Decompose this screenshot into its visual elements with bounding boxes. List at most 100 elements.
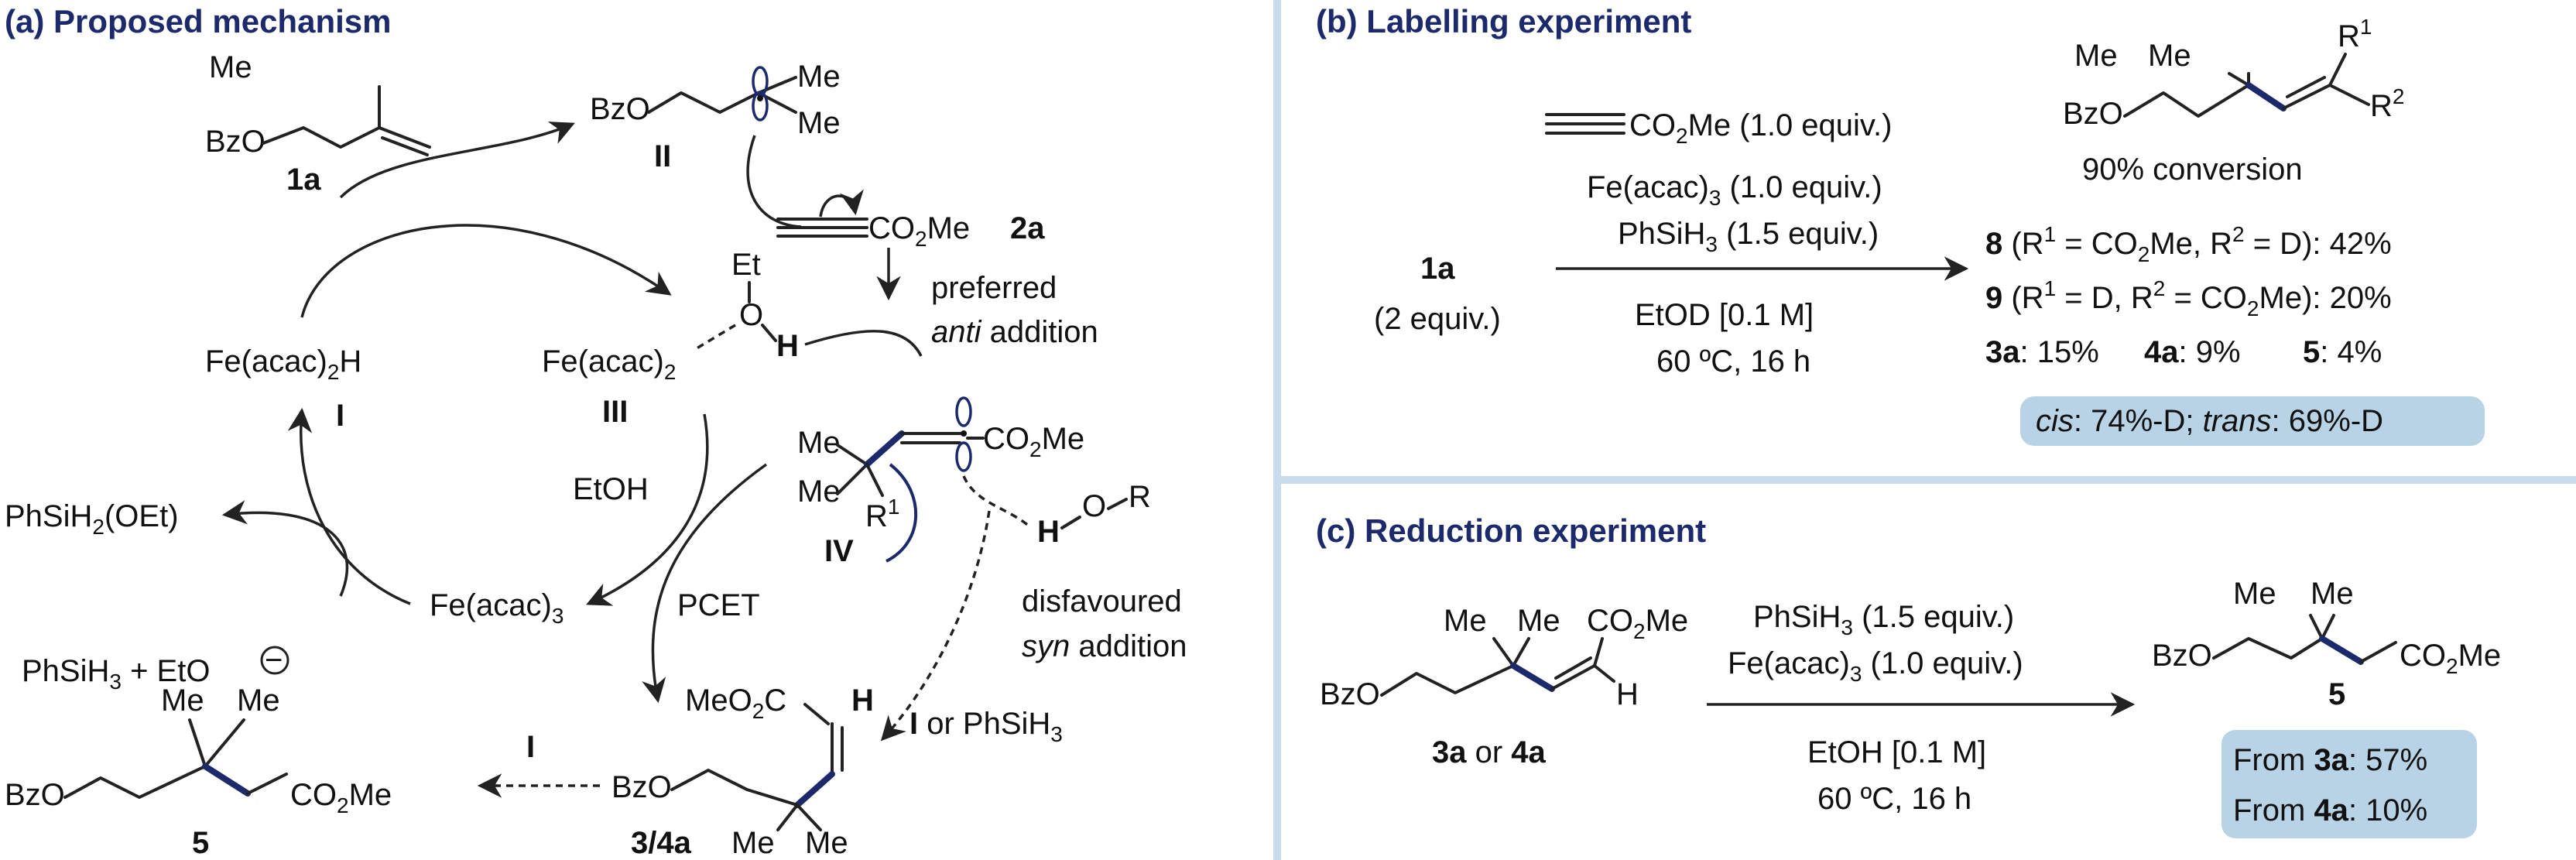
label-II: II <box>654 139 671 173</box>
atom-meo2c: MeO2C <box>685 684 786 723</box>
new-bond <box>864 430 905 468</box>
p-orbital-top <box>955 396 972 427</box>
alkene-bond-2 <box>2286 76 2326 98</box>
label-5: 5 <box>192 826 209 860</box>
label-5: 5 <box>2328 677 2345 711</box>
product-5-c: Me Me BzO CO2Me 5 <box>2152 577 2501 711</box>
result-4a: 4a: 9% <box>2144 335 2241 369</box>
atom-h: H <box>851 684 874 718</box>
reagent-alkyne: CO2Me (1.0 equiv.) <box>1629 108 1892 148</box>
hat-arrow <box>804 330 923 357</box>
bond-h <box>1593 664 1615 683</box>
atom-h: H <box>776 329 799 363</box>
panel-c-title: (c) Reduction experiment <box>1316 512 1706 549</box>
p-orbital-bottom <box>752 91 769 122</box>
bond-chain <box>1380 664 1515 697</box>
new-bond <box>202 763 251 797</box>
reagent-fe: Fe(acac)3 (1.0 equiv.) <box>1587 170 1882 210</box>
text-i-or-phsih3: I or PhSiH3 <box>909 707 1063 746</box>
bond-o-h <box>761 324 777 342</box>
text-disfavoured: disfavoured <box>1022 584 1182 618</box>
product-5-a: Me Me BzO CO2Me 5 <box>5 684 392 860</box>
bond-me2 <box>836 463 868 495</box>
bond-ester <box>2359 641 2397 663</box>
label-1a: 1a <box>286 163 321 197</box>
arc-to-phsih2oet <box>221 500 349 597</box>
conditions: 60 ºC, 16 h <box>1817 782 1971 816</box>
bond-r1 <box>2328 53 2347 87</box>
panel-a: (a) Proposed mechanism Me BzO 1a BzO Me … <box>5 3 1187 860</box>
atom-o-syn: O <box>1082 489 1106 523</box>
atom-me: Me <box>2233 577 2276 611</box>
atom-bzo: BzO <box>611 770 672 804</box>
arc-Fe3-to-I <box>287 407 411 605</box>
panel-b-title: (b) Labelling experiment <box>1316 3 1691 39</box>
atom-bzo: BzO <box>1320 677 1380 711</box>
conversion: 90% conversion <box>2082 152 2303 187</box>
atom-me: Me <box>797 106 841 140</box>
text-preferred: preferred <box>931 271 1057 305</box>
deuterium-incorporation: cis: 74%-D; trans: 69%-D <box>2036 404 2383 438</box>
arc-1a-to-II <box>339 122 575 199</box>
radical-attack-arrow <box>746 135 802 228</box>
atom-me: Me <box>1444 604 1487 638</box>
bond-chain <box>63 765 207 799</box>
result-9: 9 (R1 = D, R2 = CO2Me): 20% <box>1985 276 2392 320</box>
alkyne-2a: CO2Me 2a <box>746 135 1045 301</box>
new-bond <box>794 771 835 808</box>
yield-from-4a: From 4a: 10% <box>2233 793 2427 827</box>
bond-me1 <box>776 803 799 831</box>
conditions: 60 ºC, 16 h <box>1656 344 1810 379</box>
species-fe-acac2: Fe(acac)2 <box>542 344 676 384</box>
atom-me: Me <box>237 684 280 718</box>
bond-chain <box>262 126 381 149</box>
label-III: III <box>602 395 628 429</box>
atom-me: Me <box>209 50 252 84</box>
bond-ester-chain <box>246 773 288 795</box>
atom-r1: R1 <box>865 495 899 533</box>
radical-II: BzO Me Me II <box>590 60 841 173</box>
bond-ester <box>803 703 830 725</box>
arc-I-to-III <box>300 224 672 318</box>
atom-bzo: BzO <box>2152 639 2212 673</box>
text-syn-addition: syn addition <box>1022 629 1187 663</box>
text-etoh: EtOH <box>573 472 649 506</box>
alkene-bond-2 <box>1554 656 1592 680</box>
new-bond <box>2319 636 2364 665</box>
atom-o: O <box>739 298 763 332</box>
atom-bzo: BzO <box>590 92 650 126</box>
bond-me1 <box>2228 72 2250 87</box>
molecule-1a: Me BzO 1a <box>205 50 431 197</box>
new-bond <box>2245 82 2287 111</box>
atom-me: Me <box>2148 39 2191 73</box>
solvent: EtOD [0.1 M] <box>1635 298 1814 332</box>
steric-arc <box>886 463 918 563</box>
atom-co2me: CO2Me <box>983 422 1084 461</box>
new-bond <box>1510 663 1555 692</box>
species-fe-acac2h: Fe(acac)2H <box>205 344 361 384</box>
bond-r1 <box>865 463 884 497</box>
bond-chain <box>2212 637 2324 660</box>
result-5: 5: 4% <box>2303 335 2382 369</box>
alkene-bond <box>1550 664 1596 690</box>
label-3-4a: 3/4a <box>631 826 692 860</box>
product-3-4a: MeO2C H BzO Me Me 3/4a <box>611 684 874 860</box>
bond-me1 <box>188 718 207 768</box>
bond-alkene <box>378 126 431 149</box>
yield-from-3a: From 3a: 57% <box>2233 743 2427 777</box>
panel-c: (c) Reduction experiment Me Me CO2Me BzO… <box>1316 512 2501 838</box>
radical-dot <box>757 95 763 101</box>
deuterium-highlight <box>2020 396 2485 446</box>
label-IV: IV <box>824 534 854 568</box>
atom-me: Me <box>805 826 848 860</box>
bond-o-r <box>1107 498 1128 510</box>
atom-h: H <box>1616 677 1639 711</box>
species-phsih3-eto: PhSiH3 + EtO <box>22 654 210 694</box>
result-8: 8 (R1 = CO2Me, R2 = D): 42% <box>1985 222 2392 266</box>
bond-chain <box>647 91 760 114</box>
atom-co2me: CO2Me <box>868 211 970 251</box>
minus-charge-circle <box>260 646 289 675</box>
atom-me: Me <box>161 684 204 718</box>
atom-me: Me <box>797 475 841 509</box>
